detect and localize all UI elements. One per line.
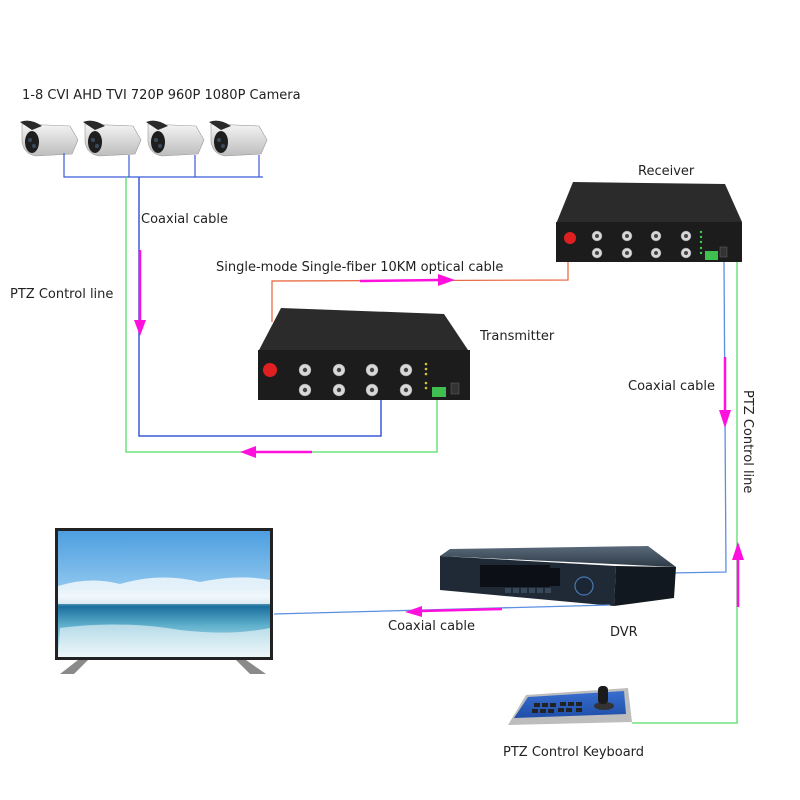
- camera-icon: [146, 120, 205, 157]
- receiver-device: [556, 182, 742, 262]
- data-terminal-icon: [432, 387, 446, 397]
- transmitter-label: Transmitter: [479, 329, 555, 344]
- arrow-left-icon: [240, 446, 312, 458]
- arrow-down-icon: [134, 250, 146, 336]
- coax-line-right: [669, 261, 727, 574]
- coax-cable-label-right: Coaxial cable: [628, 379, 715, 394]
- dvr-device: [440, 546, 676, 606]
- arrow-left-icon: [405, 606, 503, 617]
- dvr-jog-dial-icon: [574, 576, 594, 596]
- tv-monitor: [55, 528, 273, 674]
- ptz-control-line-right: [632, 262, 738, 724]
- ptz-control-keyboard: [508, 686, 632, 725]
- transmitter-device: [258, 308, 470, 400]
- joystick-icon: [598, 686, 608, 704]
- tv-stand-right: [236, 660, 266, 674]
- ptz-control-line-label-left: PTZ Control line: [10, 287, 113, 302]
- camera-icon: [83, 120, 142, 157]
- receiver-label: Receiver: [638, 164, 695, 179]
- tv-stand-left: [60, 660, 88, 674]
- ptz-keyboard-label: PTZ Control Keyboard: [503, 745, 644, 760]
- ptz-control-line-label-right: PTZ Control line: [740, 390, 755, 493]
- optical-cable-label: Single-mode Single-fiber 10KM optical ca…: [216, 260, 503, 275]
- dvr-label: DVR: [610, 625, 638, 640]
- fiber-port-icon: [564, 232, 576, 244]
- camera-group: [20, 120, 268, 157]
- coax-cable-label-bottom: Coaxial cable: [388, 619, 475, 634]
- coax-cable-label-top: Coaxial cable: [141, 212, 228, 227]
- arrow-right-icon: [359, 274, 455, 286]
- arrow-down-icon: [719, 357, 731, 428]
- camera-coax-bus: [63, 153, 263, 178]
- camera-icon: [209, 120, 268, 157]
- arrow-up-icon: [732, 542, 744, 607]
- cameras-label: 1-8 CVI AHD TVI 720P 960P 1080P Camera: [22, 88, 301, 103]
- fiber-port-icon: [263, 363, 277, 377]
- data-terminal-icon: [705, 251, 718, 260]
- camera-icon: [20, 120, 79, 157]
